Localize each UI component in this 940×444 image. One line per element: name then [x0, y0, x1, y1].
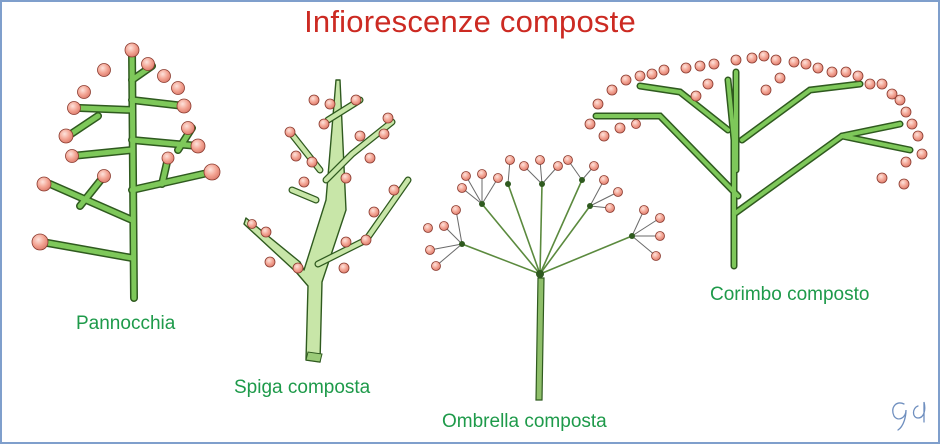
- compound-spike-illustration: [243, 79, 412, 363]
- label-compound-spike: Spiga composta: [234, 377, 371, 398]
- compound-umbel-illustration: [423, 155, 665, 401]
- panicle-illustration: [31, 42, 221, 302]
- diagram-title: Infiorescenze composte: [304, 4, 636, 39]
- compound-corymb-illustration: [584, 50, 928, 270]
- signature-mark: [892, 401, 926, 431]
- label-panicle: Pannocchia: [76, 313, 176, 334]
- label-compound-corymb: Corimbo composto: [710, 284, 870, 305]
- label-compound-umbel: Ombrella composta: [442, 411, 607, 432]
